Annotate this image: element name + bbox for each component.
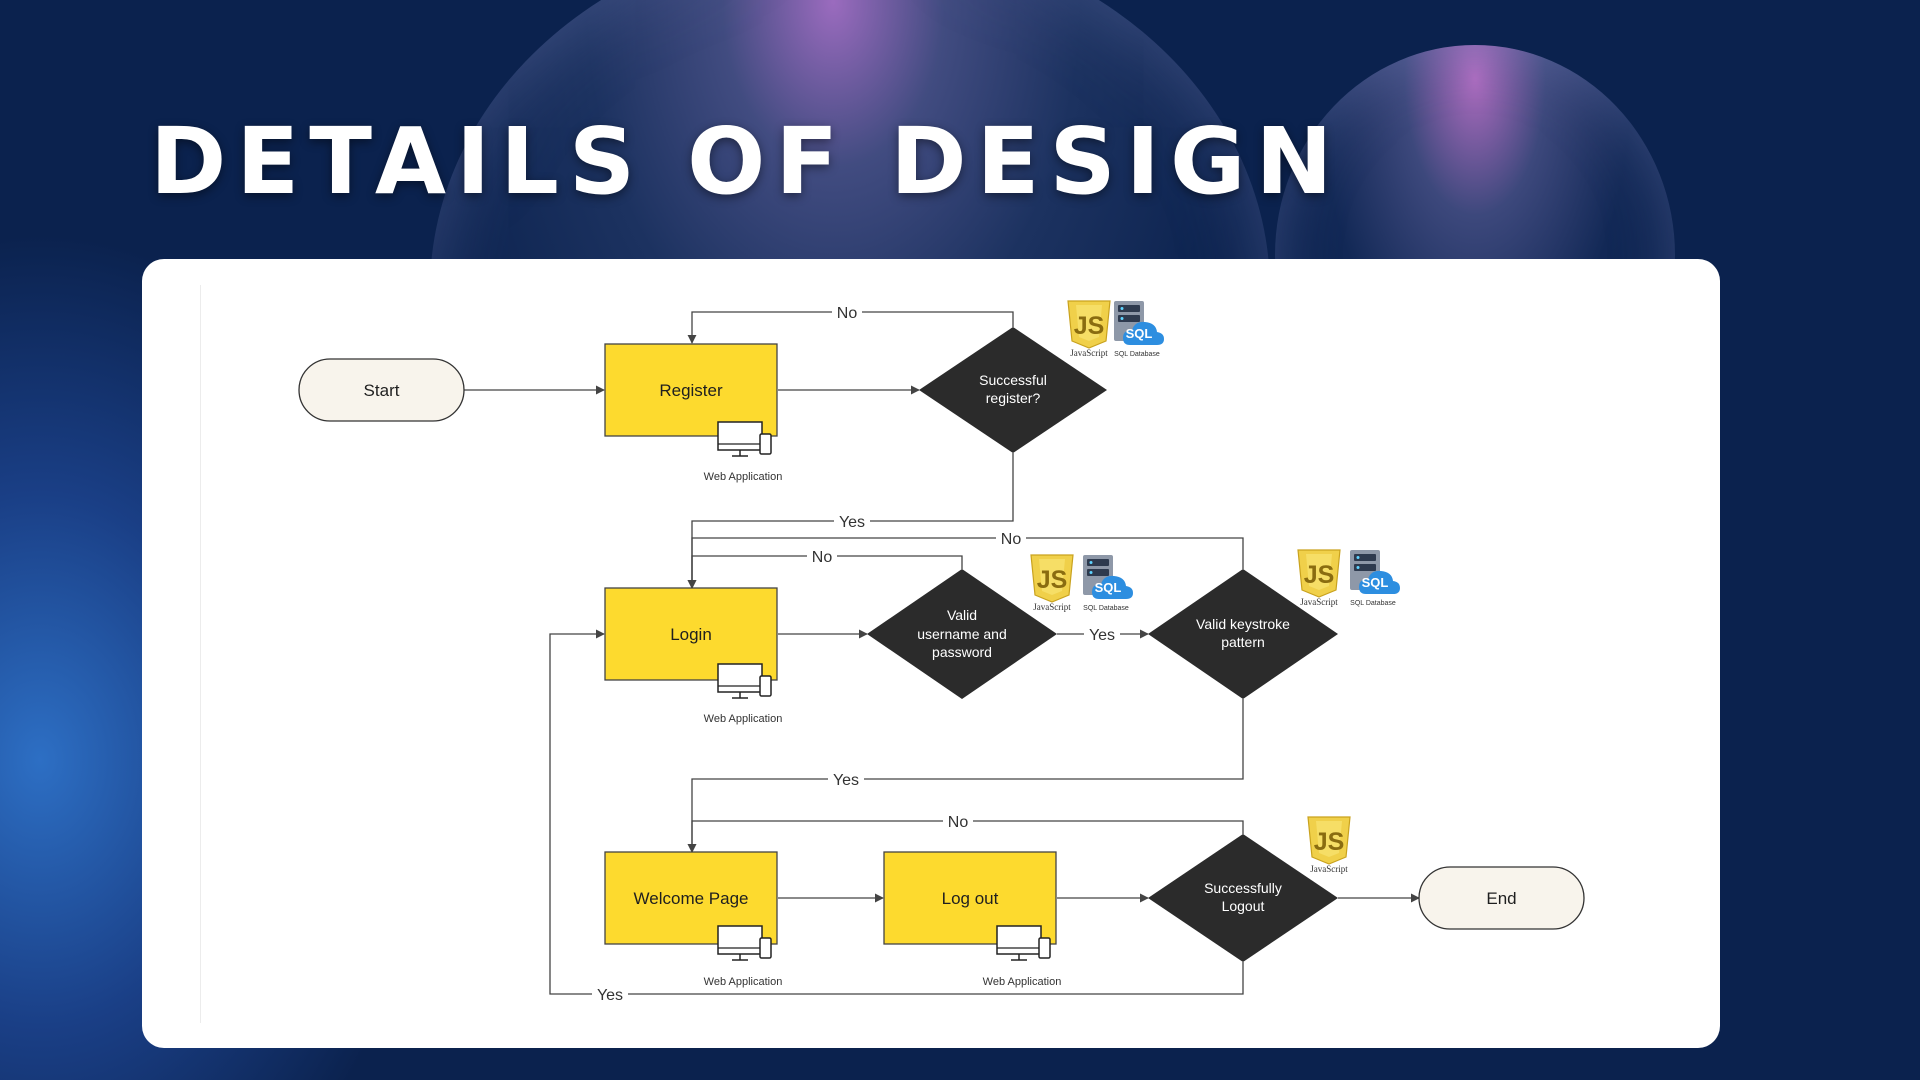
keystroke-decision: Valid keystroke pattern: [1148, 569, 1338, 699]
javascript-icon: [1067, 300, 1111, 349]
login-process: Login Web Application: [604, 587, 783, 725]
card-divider: [200, 285, 201, 1023]
logout-no-label: No: [948, 814, 969, 831]
register-process: Register Web Application: [604, 343, 783, 483]
logout-decision: Successfully Logout: [1148, 834, 1338, 962]
keystroke-no-loop: [687, 537, 1244, 589]
register-yes-label: Yes: [839, 514, 865, 531]
javascript-icon: [1297, 549, 1341, 598]
start-label: Start: [364, 381, 400, 400]
svg-text:Valid keystroke: Valid keystroke: [1196, 616, 1290, 632]
javascript-icon: [1030, 554, 1074, 603]
svg-text:SQL: SQL: [1095, 580, 1122, 595]
logout-yes-label: Yes: [597, 987, 623, 1004]
edge-labels: No Yes No No Yes Yes No Yes: [592, 302, 1120, 1004]
register-decision: Successful register?: [919, 327, 1107, 453]
logout-web-app-caption: Web Application: [983, 976, 1062, 988]
credentials-decision: Valid username and password: [867, 569, 1057, 699]
svg-text:username and: username and: [917, 626, 1007, 642]
svg-text:Valid: Valid: [947, 607, 977, 623]
svg-text:SQL Database: SQL Database: [1083, 605, 1129, 612]
javascript-icon: [1307, 816, 1351, 865]
register-label: Register: [659, 381, 723, 400]
logout-yes-loop: [549, 629, 1244, 995]
flowchart: JS: [298, 300, 1585, 1004]
sql-database-icon: SQL: [1350, 550, 1400, 594]
svg-text:SQL Database: SQL Database: [1114, 351, 1160, 358]
logout-label: Log out: [942, 889, 999, 908]
sql-database-icon: SQL: [1114, 301, 1164, 345]
keystroke-yes-connector: [687, 699, 1244, 853]
svg-text:SQL Database: SQL Database: [1350, 600, 1396, 607]
svg-text:JavaScript: JavaScript: [1070, 348, 1108, 358]
register-tech-icons: JavaScript SQL SQL Database: [1067, 300, 1164, 358]
start-terminal: Start: [298, 358, 465, 422]
svg-text:JavaScript: JavaScript: [1300, 597, 1338, 607]
logout-process: Log out Web Application: [883, 851, 1062, 988]
sql-database-icon: SQL: [1083, 555, 1133, 599]
register-no-label: No: [837, 305, 858, 322]
welcome-web-app-caption: Web Application: [704, 976, 783, 988]
svg-text:SQL: SQL: [1126, 326, 1153, 341]
svg-text:pattern: pattern: [1221, 634, 1265, 650]
credentials-yes-label: Yes: [1089, 627, 1115, 644]
svg-text:Successfully: Successfully: [1204, 880, 1282, 896]
keystroke-no-label: No: [1001, 531, 1022, 548]
end-label: End: [1486, 889, 1516, 908]
diagram-card: JS: [142, 259, 1720, 1048]
svg-text:JavaScript: JavaScript: [1310, 864, 1348, 874]
svg-text:Successful: Successful: [979, 372, 1047, 388]
svg-text:SQL: SQL: [1362, 575, 1389, 590]
page-title: DETAILS OF DESIGN: [150, 108, 1343, 215]
welcome-label: Welcome Page: [634, 889, 749, 908]
register-web-app-caption: Web Application: [704, 471, 783, 483]
credentials-no-label: No: [812, 549, 833, 566]
svg-text:Logout: Logout: [1222, 898, 1265, 914]
login-label: Login: [670, 625, 712, 644]
logout-tech-icons: JavaScript: [1307, 816, 1351, 874]
keystroke-tech-icons: JavaScript SQL SQL Database: [1297, 549, 1400, 607]
keystroke-yes-label: Yes: [833, 772, 859, 789]
end-terminal: End: [1418, 866, 1585, 930]
svg-text:register?: register?: [986, 390, 1041, 406]
login-web-app-caption: Web Application: [704, 713, 783, 725]
credentials-tech-icons: JavaScript SQL SQL Database: [1030, 554, 1133, 612]
svg-text:JavaScript: JavaScript: [1033, 602, 1071, 612]
welcome-process: Welcome Page Web Application: [604, 851, 783, 988]
svg-text:password: password: [932, 644, 992, 660]
